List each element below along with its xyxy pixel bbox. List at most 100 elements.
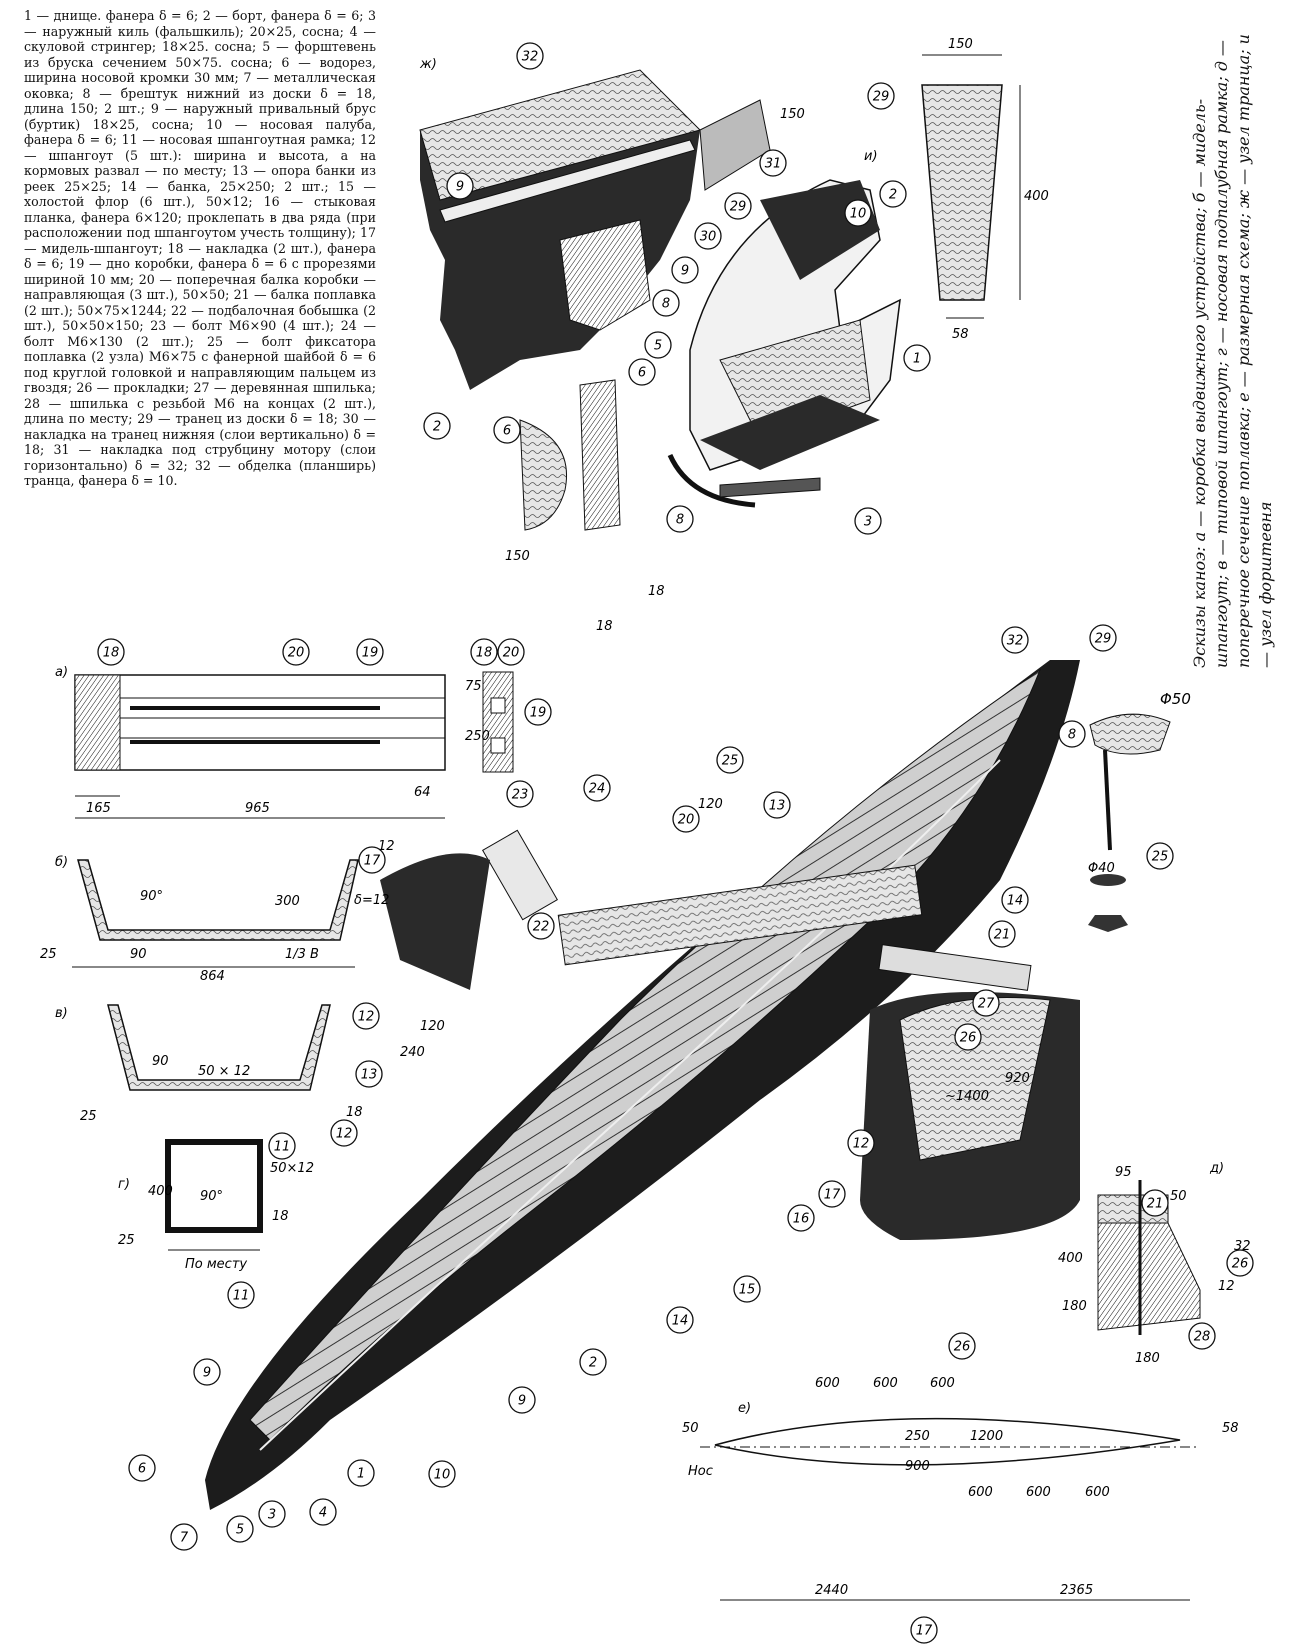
dim-tr-1: 400 bbox=[1024, 189, 1049, 204]
callout-number: 26 bbox=[954, 1340, 971, 1355]
callout-number: 13 bbox=[361, 1068, 378, 1083]
callout-number: 25 bbox=[722, 754, 739, 769]
callout-circle bbox=[268, 1132, 296, 1160]
dim-g-5: По месту bbox=[185, 1257, 247, 1272]
callout-number: 2 bbox=[433, 420, 441, 435]
dim-v-1: 50 × 12 bbox=[198, 1064, 250, 1079]
callout-main-7: 7 bbox=[170, 1523, 198, 1551]
dim-d-6: 180 bbox=[1135, 1351, 1160, 1366]
callout-circle bbox=[910, 1616, 938, 1644]
callout-circle bbox=[694, 222, 722, 250]
dim-main-4: 920 bbox=[1005, 1071, 1030, 1086]
callout-main-9: 9 bbox=[508, 1386, 536, 1414]
dimensions-stem: 150 18 18 bbox=[505, 549, 665, 634]
callout-number: 8 bbox=[1068, 728, 1076, 743]
callout-number: 17 bbox=[916, 1624, 933, 1639]
callout-number: 4 bbox=[319, 1506, 327, 1521]
callout-circle bbox=[1058, 720, 1086, 748]
dimensions-g: 400 90° 50×12 25 18 По месту bbox=[118, 1161, 314, 1272]
callout-circle bbox=[1001, 886, 1029, 914]
callout-a-20: 20 bbox=[497, 638, 525, 666]
callout-circle bbox=[716, 746, 744, 774]
dim-e-9: 600 bbox=[968, 1485, 993, 1500]
callout-circle bbox=[787, 1204, 815, 1232]
dim-b-4: 25 bbox=[40, 947, 57, 962]
callout-circle bbox=[508, 1386, 536, 1414]
callout-circle bbox=[1226, 1249, 1254, 1277]
dim-e-3: 50 bbox=[682, 1421, 699, 1436]
callout-circle bbox=[524, 698, 552, 726]
dimensions-d: 95 50 32 12 180 400 180 bbox=[1058, 1165, 1251, 1366]
callout-circle bbox=[879, 180, 907, 208]
dim-e-5: 1200 bbox=[970, 1429, 1003, 1444]
dim-d-0: 95 bbox=[1115, 1165, 1132, 1180]
view-label-i: и) bbox=[864, 149, 878, 164]
callout-circle bbox=[818, 1180, 846, 1208]
callout-bolt-25: 25 bbox=[1146, 842, 1174, 870]
stem-node-sketch bbox=[519, 179, 901, 531]
callout-zh-32: 32 bbox=[516, 42, 544, 70]
callout-main-26: 26 bbox=[954, 1023, 982, 1051]
transom-board-sketch bbox=[921, 54, 1021, 319]
callout-b-17: 17 bbox=[358, 846, 386, 874]
dimensions-e: 600 600 600 50 250 1200 58 900 Нос 600 6… bbox=[682, 1376, 1239, 1598]
dim-d-1: 50 bbox=[1170, 1189, 1187, 1204]
dim-i-0: 150 bbox=[505, 549, 530, 564]
dim-d-5: 400 bbox=[1058, 1251, 1083, 1266]
dim-b-6: 864 bbox=[200, 969, 225, 984]
dim-d-4: 180 bbox=[1062, 1299, 1087, 1314]
callout-main-13: 13 bbox=[763, 791, 791, 819]
callout-i-8: 8 bbox=[666, 505, 694, 533]
callout-circle bbox=[330, 1119, 358, 1147]
callout-circle bbox=[867, 82, 895, 110]
callout-circle bbox=[352, 1002, 380, 1030]
view-label-e: е) bbox=[738, 1401, 751, 1416]
dim-bolt-1: Φ40 bbox=[1088, 861, 1115, 876]
callout-number: 22 bbox=[533, 920, 550, 935]
callout-number: 11 bbox=[233, 1289, 250, 1304]
callout-main-6: 6 bbox=[128, 1454, 156, 1482]
callout-circle bbox=[470, 638, 498, 666]
callout-number: 5 bbox=[236, 1523, 244, 1538]
callout-main-25: 25 bbox=[716, 746, 744, 774]
dim-b-0: 90° bbox=[140, 889, 163, 904]
dim-v-3: 18 bbox=[346, 1105, 363, 1120]
callout-number: 29 bbox=[1095, 632, 1112, 647]
callout-number: 6 bbox=[138, 1462, 146, 1477]
callout-circle bbox=[954, 1023, 982, 1051]
callout-number: 11 bbox=[274, 1140, 291, 1155]
callout-i-9: 9 bbox=[671, 256, 699, 284]
callout-main-8: 8 bbox=[1058, 720, 1086, 748]
callout-number: 3 bbox=[864, 515, 872, 530]
dim-b-2: 12 bbox=[378, 839, 395, 854]
callout-number: 20 bbox=[678, 813, 695, 828]
callout-circle bbox=[497, 638, 525, 666]
dim-d-3: 12 bbox=[1218, 1279, 1235, 1294]
callout-circle bbox=[1089, 624, 1117, 652]
callout-circle bbox=[282, 638, 310, 666]
callout-main-1: 1 bbox=[347, 1459, 375, 1487]
callout-zh-29: 29 bbox=[724, 192, 752, 220]
callout-number: 10 bbox=[434, 1468, 451, 1483]
callout-circle bbox=[903, 344, 931, 372]
callout-main-24: 24 bbox=[583, 774, 611, 802]
callout-main-14: 14 bbox=[1001, 886, 1029, 914]
callout-circle bbox=[948, 1332, 976, 1360]
dim-g-4: 18 bbox=[272, 1209, 289, 1224]
callout-circle bbox=[226, 1515, 254, 1543]
callout-number: 17 bbox=[824, 1188, 841, 1203]
callout-number: 12 bbox=[358, 1010, 375, 1025]
callout-main-13: 13 bbox=[355, 1060, 383, 1088]
dimensions-a: 165 965 64 75 250 bbox=[86, 679, 490, 816]
dim-main-0: 120 bbox=[698, 797, 723, 812]
callout-number: 25 bbox=[1152, 850, 1169, 865]
dimensions-b: 90° 300 12 δ=12 25 90 864 1/3 B bbox=[40, 839, 395, 984]
callout-number: 27 bbox=[978, 997, 995, 1012]
dim-main-2: 240 bbox=[400, 1045, 425, 1060]
callout-circle bbox=[506, 780, 534, 808]
callout-i-10: 10 bbox=[844, 199, 872, 227]
view-label-d: д) bbox=[1209, 1161, 1224, 1176]
callout-main-9: 9 bbox=[193, 1358, 221, 1386]
callout-circle bbox=[1188, 1322, 1216, 1350]
callout-circle bbox=[759, 149, 787, 177]
